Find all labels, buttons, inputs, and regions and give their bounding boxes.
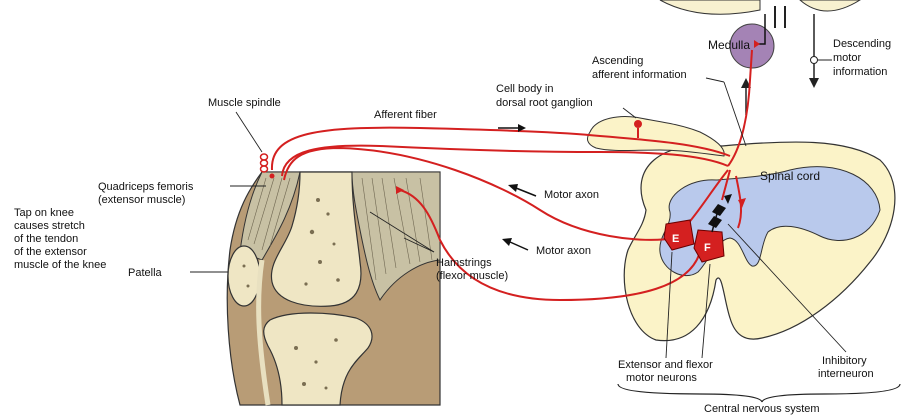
extensor-motor-neuron: E [664,220,694,250]
descending-label-1: Descending [833,38,891,50]
motor-neurons-label-1: Extensor and flexor [618,359,713,371]
quadriceps-label-1: Quadriceps femoris [98,181,194,193]
patella-bone [228,246,260,306]
motor-neurons-label-2: motor neurons [626,372,697,384]
neuron-f-label: F [704,242,711,254]
tap-label-1: Tap on knee [14,207,74,219]
afferent-fiber-label: Afferent fiber [374,109,437,121]
knee-cross-section [227,172,440,405]
tap-label-5: muscle of the knee [14,259,106,271]
patella-label: Patella [128,267,163,279]
descending-arrow [809,14,832,88]
inhibitory-label-1: Inhibitory [822,355,867,367]
tap-label-2: causes stretch [14,220,85,232]
hamstrings-label-1: Hamstrings [436,257,492,269]
cns-brace [618,384,900,402]
ganglion-cell-body [634,120,642,128]
cns-label: Central nervous system [704,403,820,415]
tap-label-4: of the extensor [14,246,87,258]
descending-label-3: information [833,66,887,78]
ascending-label-1: Ascending [592,55,643,67]
brain-fragment [660,0,860,28]
cell-body-label-2: dorsal root ganglion [496,97,593,109]
medulla-label: Medulla [708,38,750,52]
quadriceps-label-2: (extensor muscle) [98,194,185,206]
neuron-e-label: E [672,233,679,245]
spinal-cord-label: Spinal cord [760,169,820,183]
spinal-cord [588,117,895,341]
inhibitory-label-2: interneuron [818,368,874,380]
hamstrings-label-2: (flexor muscle) [436,270,508,282]
muscle-spindle-icon [261,154,268,172]
motor-axon-lower-label: Motor axon [536,245,591,257]
motor-axon-lower-arrow [502,238,528,250]
tap-label-3: of the tendon [14,233,78,245]
descending-label-2: motor [833,52,861,64]
muscle-spindle-label: Muscle spindle [208,97,281,109]
cell-body-label-1: Cell body in [496,83,553,95]
motor-axon-upper-label: Motor axon [544,189,599,201]
ascending-label-2: afferent information [592,69,687,81]
